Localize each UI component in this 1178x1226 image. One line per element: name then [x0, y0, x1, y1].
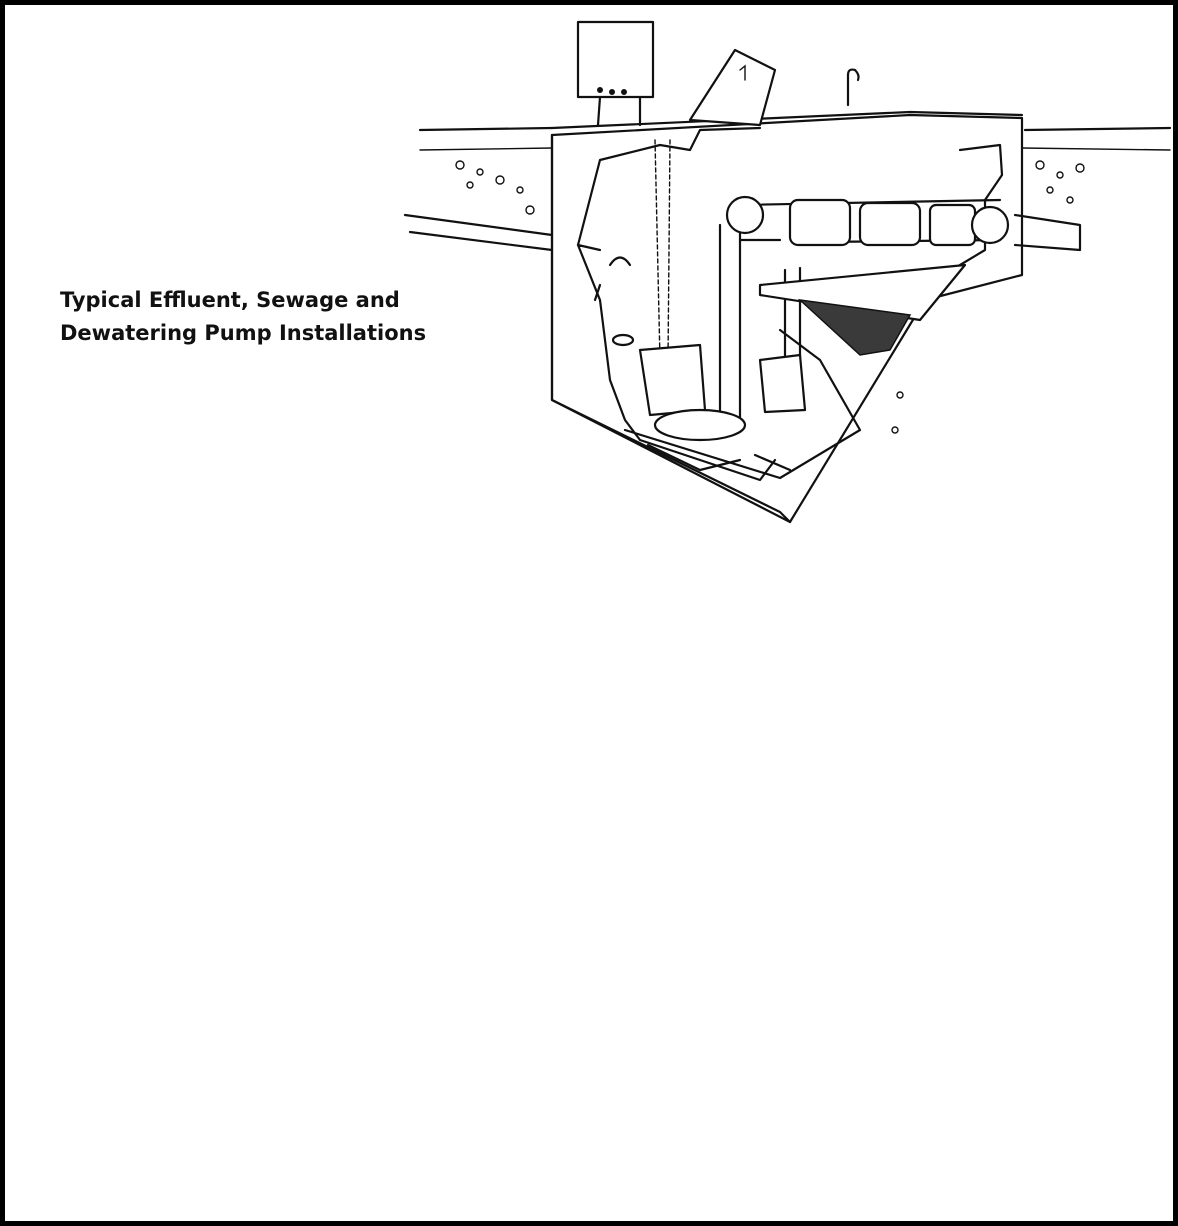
- caption-line-2: Dewatering Pump Installations: [60, 321, 427, 345]
- caption-line-1: Typical Effluent, Sewage and: [60, 288, 400, 312]
- figure-caption: Typical Effluent, Sewage and Dewatering …: [60, 284, 500, 350]
- top-duplex-pump-basin-icon: [403, 20, 1172, 524]
